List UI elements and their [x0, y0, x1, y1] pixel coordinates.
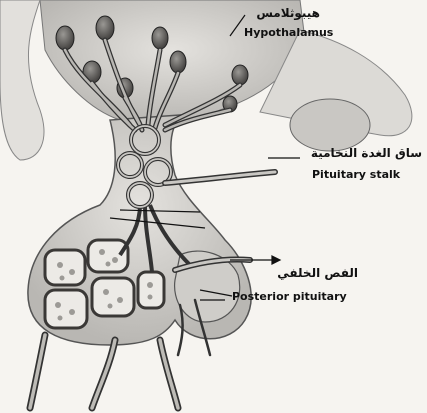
optic-chiasm	[290, 99, 370, 151]
hypothalamus-label-ar: هيبوثلامس	[258, 6, 320, 20]
hypothalamus-label-en: Hypothalamus	[244, 26, 333, 39]
left-brain-tissue	[0, 0, 44, 160]
posterior-pituitary-label-ar: الفص الخلفي	[284, 266, 358, 280]
posterior-pituitary-label-en: Posterior pituitary	[232, 290, 347, 303]
hypophyseal-veins-inner	[30, 335, 178, 408]
pituitary-stalk-label-en: Pituitary stalk	[312, 168, 400, 181]
pituitary-stalk-label-ar: ساق الغدة النخامية	[296, 146, 422, 160]
